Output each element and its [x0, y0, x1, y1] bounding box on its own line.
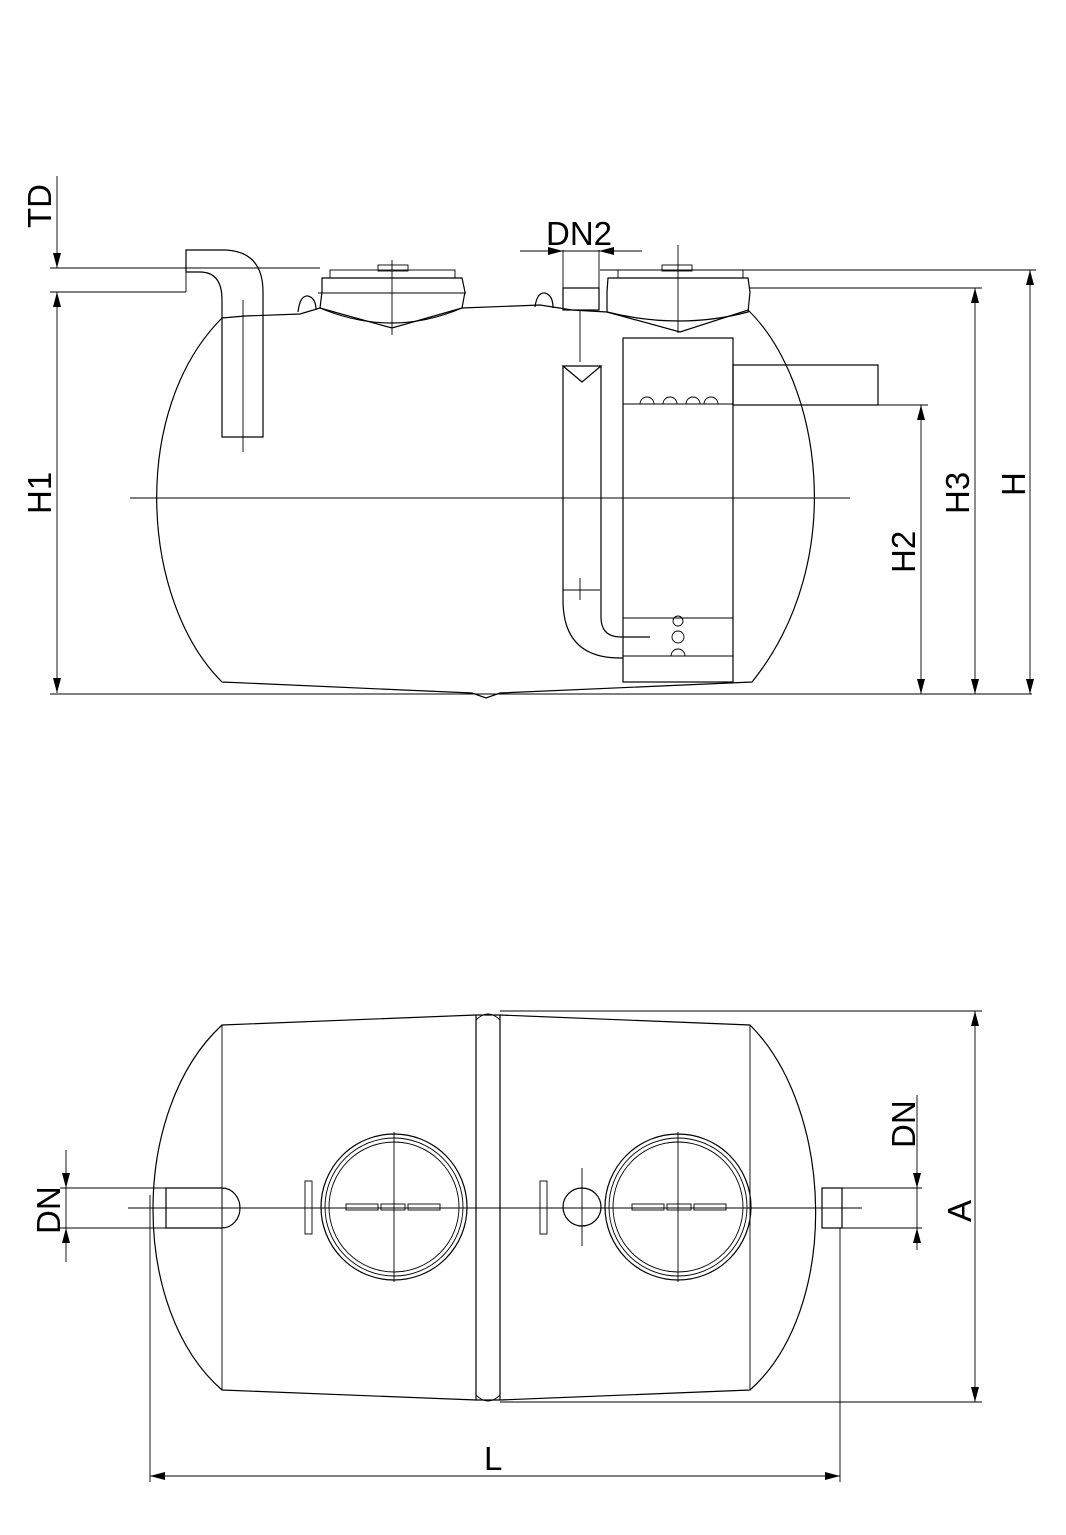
side-view-tank-body [156, 304, 815, 699]
dimension-h1 [50, 291, 186, 693]
center-seam [475, 1013, 501, 1402]
label-h3: H3 [939, 472, 976, 514]
dimension-h [600, 269, 1036, 694]
dimension-h3 [750, 287, 982, 694]
dimension-td [50, 176, 320, 269]
inlet-pipe [185, 249, 264, 452]
separator-module [622, 337, 879, 683]
label-h: H [995, 472, 1032, 496]
dimension-l [149, 1195, 841, 1482]
top-view-manhole-right [604, 1132, 752, 1282]
right-manhole [606, 245, 751, 333]
dimension-dn-left [60, 1150, 166, 1262]
top-view-tank-body [152, 1014, 817, 1401]
label-l: L [484, 1440, 502, 1477]
top-view-vent [539, 1168, 602, 1246]
side-view-dome-left [297, 295, 317, 313]
top-view-manhole-left [304, 1132, 468, 1282]
side-view: TD H1 DN2 H2 H3 H [21, 176, 1036, 699]
label-dn-right: DN [885, 1100, 922, 1148]
label-dn2: DN2 [546, 215, 612, 252]
dimension-a [500, 1010, 982, 1403]
top-view-outlet [821, 1187, 922, 1229]
label-h2: H2 [885, 531, 922, 573]
label-td: TD [21, 184, 58, 228]
left-manhole [318, 260, 466, 335]
label-a: A [941, 1200, 978, 1222]
dimension-h2 [878, 404, 928, 694]
label-h1: H1 [21, 472, 58, 514]
vent-pipe [520, 247, 642, 311]
label-dn-left: DN [30, 1186, 67, 1234]
top-view-inlet [165, 1187, 241, 1229]
top-view: DN DN A L [30, 1010, 982, 1482]
side-view-dome-right [534, 292, 554, 309]
dimension-dn-right [913, 1095, 921, 1250]
outlet-baffle [561, 310, 650, 659]
